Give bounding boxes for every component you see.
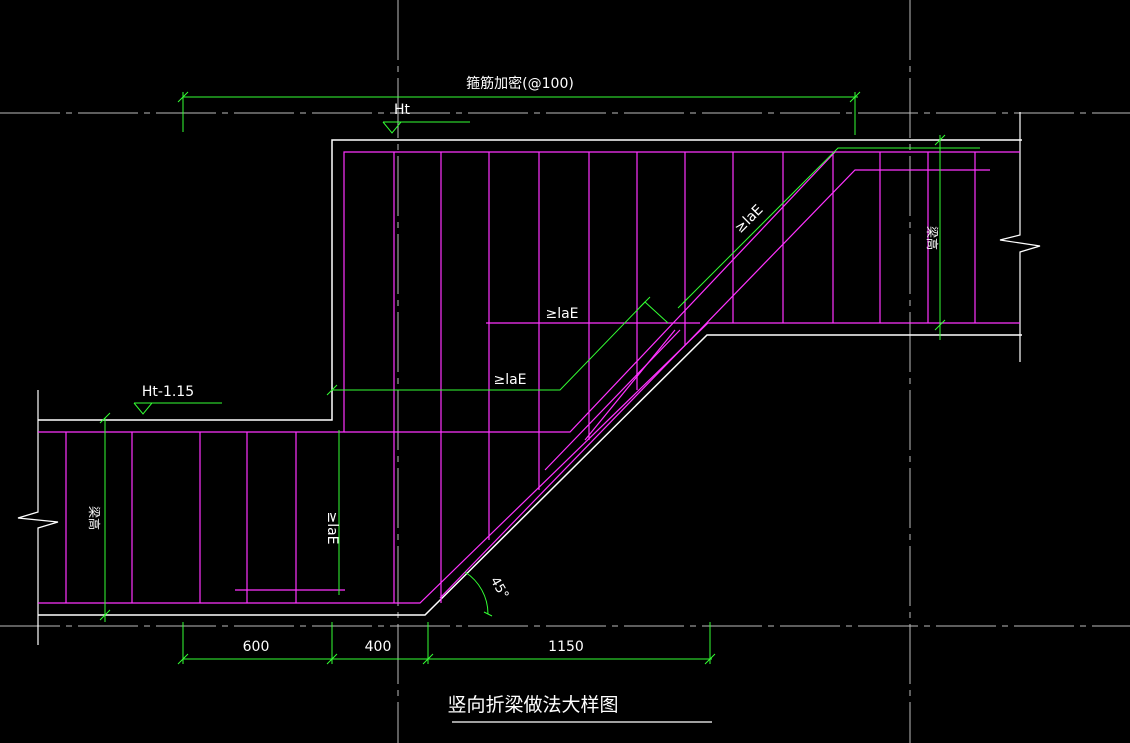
tick [704, 653, 716, 665]
tick [677, 297, 689, 309]
tick [934, 134, 946, 146]
tick [639, 296, 651, 308]
anchor-dimension-2 [682, 147, 980, 304]
tick [422, 653, 434, 665]
drawing-title: 竖向折梁做法大样图 [447, 694, 618, 716]
rebar-group [38, 151, 1020, 604]
tick [326, 384, 338, 396]
dimension-group [99, 91, 980, 665]
tick [326, 653, 338, 665]
dimension-label-400: 400 [365, 639, 392, 655]
angle-arrow [483, 611, 493, 617]
dimension-label-600: 600 [243, 639, 270, 655]
anchor-label-2: ≥laE [493, 372, 526, 388]
beam-outline-top [38, 139, 1022, 421]
tick [99, 412, 111, 424]
stirrups-lower [65, 432, 297, 603]
elevation-label-high: Ht [394, 102, 411, 118]
elevation-label-low: Ht-1.15 [142, 384, 194, 400]
rebar-diagonal-short-2 [544, 329, 681, 471]
rebar-bottom-longitudinal [38, 322, 1020, 604]
tick [99, 609, 111, 621]
annotation-texts: 箍筋加密(@100) Ht Ht-1.15 ≥laE ≥laE ≥laE ≥la… [87, 75, 940, 716]
stirrups-upper [393, 152, 976, 603]
beam-height-label-right: 梁高 [925, 226, 940, 250]
rebar-top-bent [344, 151, 836, 433]
break-symbol-right [999, 112, 1041, 362]
anchor-label-4: ≥laE [324, 511, 340, 544]
rebar-top-longitudinal [38, 151, 1020, 433]
top-dimension-label: 箍筋加密(@100) [466, 75, 574, 92]
beam-height-label-left: 梁高 [87, 506, 102, 530]
dimension-label-1150: 1150 [548, 639, 584, 655]
beam-outline-bottom [38, 334, 1022, 616]
break-symbol-left [17, 390, 59, 645]
tick [177, 653, 189, 665]
anchor-label-1: ≥laE [545, 306, 578, 322]
rebar-diagonal-outer [439, 169, 990, 599]
tick [934, 319, 946, 331]
rebar-diagonal-short-1 [584, 329, 676, 441]
tick [177, 91, 189, 103]
tick [849, 91, 861, 103]
anchor-dimension-1 [332, 301, 669, 391]
angle-arc [464, 571, 489, 615]
